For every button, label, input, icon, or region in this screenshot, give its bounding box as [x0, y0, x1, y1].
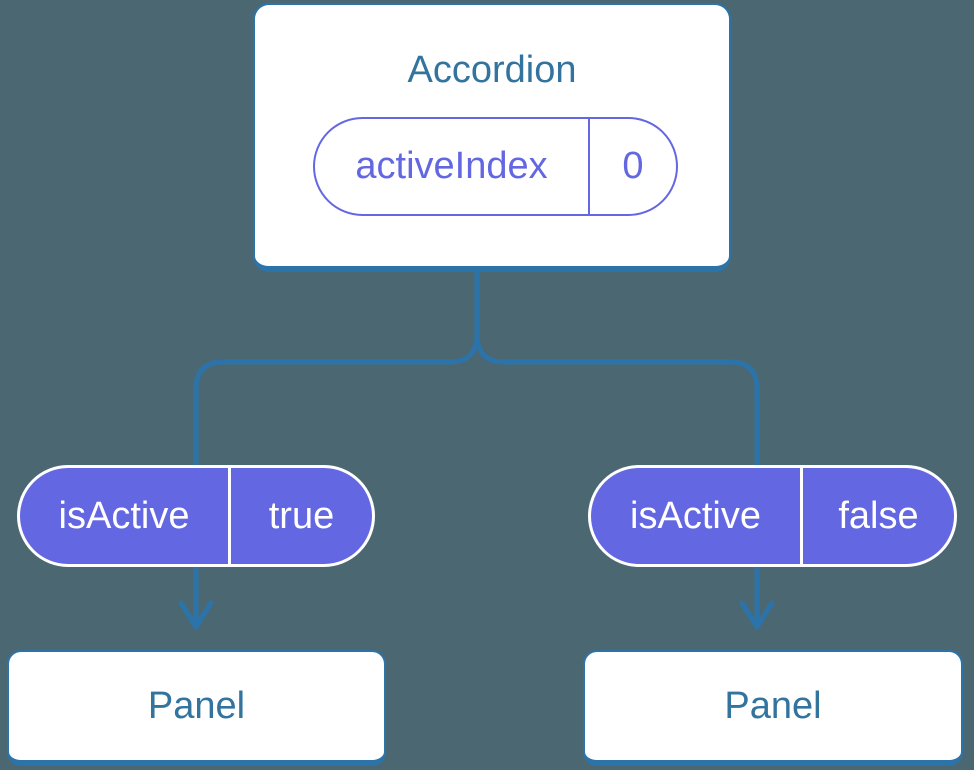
prop-pill-left-value: true — [268, 494, 335, 537]
prop-pill-right-value: false — [838, 494, 919, 537]
panel-right-title: Panel — [724, 684, 822, 727]
prop-pill-left-label: isActive — [58, 494, 190, 537]
prop-pill-left-divider — [228, 468, 231, 564]
prop-pill-right-label: isActive — [630, 494, 761, 537]
panel-component-box-left: Panel — [7, 650, 386, 766]
panel-component-box-right: Panel — [583, 650, 963, 766]
panel-left-title: Panel — [147, 684, 246, 727]
prop-pill-right: isActive false — [588, 465, 957, 567]
accordion-title: Accordion — [407, 49, 577, 91]
accordion-component-box: Accordion activeIndex 0 — [253, 3, 731, 272]
right-branch-line — [474, 331, 760, 627]
left-arrowhead-icon — [178, 600, 214, 630]
state-pill-divider — [588, 119, 590, 214]
prop-pill-right-divider — [800, 468, 803, 564]
right-arrowhead-icon — [739, 600, 775, 630]
prop-pill-left: isActive true — [17, 465, 375, 567]
state-pill: activeIndex 0 — [313, 117, 678, 216]
state-pill-label: activeIndex — [355, 145, 548, 187]
left-branch-line — [193, 331, 480, 627]
state-pill-value: 0 — [622, 145, 644, 187]
